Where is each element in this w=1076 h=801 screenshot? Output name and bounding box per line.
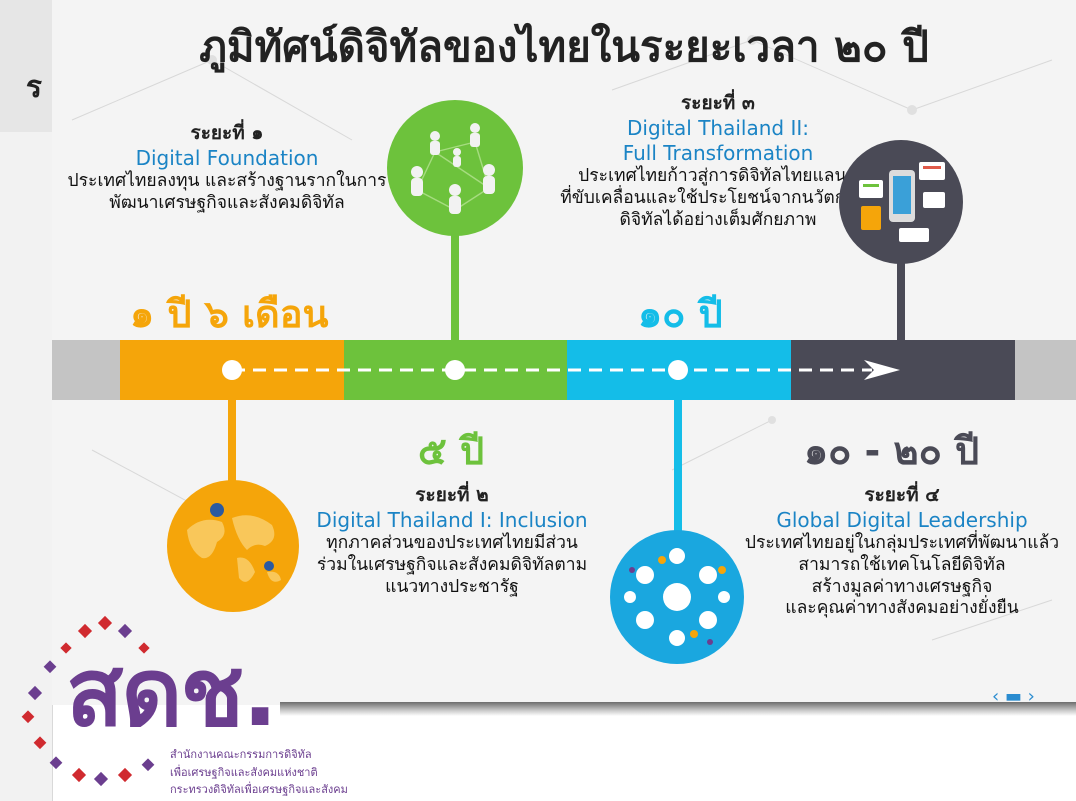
timeline-node-1 (222, 360, 242, 380)
phase-3-connector (674, 380, 682, 540)
arrow-right-icon (864, 360, 900, 380)
phase-1-number: ระยะที่ ๑ (190, 122, 264, 144)
app-bubbles-icon (610, 530, 744, 664)
mobile-devices-icon (839, 140, 963, 264)
phase-4-desc-line: สร้างมูลค่าทางเศรษฐกิจ (811, 576, 993, 597)
phase-2-desc-line: ทุกภาคส่วนของประเทศไทยมีส่วน (326, 532, 578, 553)
phase-4-duration: ๑๐ - ๒๐ ปี (804, 429, 980, 473)
phase-3: ระยะที่ ๓ Digital Thailand II: Full Tran… (518, 92, 918, 231)
phase-4-name: Global Digital Leadership (776, 507, 1028, 532)
page-title: ภูมิทัศน์ดิจิทัลของไทยในระยะเวลา ๒๐ ปี (199, 22, 929, 71)
phase-3-name-line: Digital Thailand II: (626, 115, 809, 140)
logo-line-2: เพื่อเศรษฐกิจและสังคมแห่งชาติ (170, 766, 318, 779)
phase-3-desc-line: ประเทศไทยก้าวสู่การดิจิทัลไทยแลนด์ (578, 165, 858, 186)
phase-4-desc-line: ประเทศไทยอยู่ในกลุ่มประเทศที่พัฒนาแล้ว (744, 532, 1060, 553)
timeline-dashed-arrow (232, 360, 900, 380)
phase-1: ระยะที่ ๑ Digital Foundation ประเทศไทยลง… (52, 122, 402, 215)
phase-1-connector (228, 380, 236, 500)
phase-2-desc-line: ร่วมในเศรษฐกิจและสังคมดิจิทัลตาม (316, 554, 588, 575)
phase-3-desc-line: ดิจิทัลได้อย่างเต็มศักยภาพ (619, 209, 817, 230)
slide-nav-arrows[interactable]: ‹ ▬ › (992, 686, 1035, 705)
world-map-icon (167, 480, 299, 612)
timeline-end-segment (1015, 340, 1076, 400)
phase-3-name-line: Full Transformation (622, 140, 814, 165)
phase-3-number: ระยะที่ ๓ (681, 92, 755, 114)
slide: ภูมิทัศน์ดิจิทัลของไทยในระยะเวลา ๒๐ ปี ร… (52, 0, 1076, 705)
phase-2-connector (451, 228, 459, 370)
phase-4-desc-line: และคุณค่าทางสังคมอย่างยั่งยืน (785, 598, 1019, 619)
phase-4-number: ระยะที่ ๔ (864, 484, 940, 506)
phase-1-duration: ๑ ปี ๖ เดือน (130, 292, 329, 336)
logo-mark: สดช. (66, 639, 278, 748)
logo-dots (21, 615, 155, 787)
phase-2-duration: ๕ ปี (418, 429, 485, 473)
phase-4-desc-line: สามารถใช้เทคโนโลยีดิจิทัล (798, 554, 1006, 575)
side-panel: ร (0, 0, 53, 801)
timeline-start-segment (52, 340, 120, 400)
timeline-node-2 (445, 360, 465, 380)
phase-2-desc-line: แนวทางประชารัฐ (385, 576, 519, 597)
logo-line-3: กระทรวงดิจิทัลเพื่อเศรษฐกิจและสังคม (170, 783, 348, 796)
side-panel-header (0, 0, 52, 132)
phase-2-number: ระยะที่ ๒ (415, 484, 489, 506)
slide-bottom-shadow (280, 702, 1076, 716)
phase-1-desc-line: ประเทศไทยลงทุน และสร้างฐานรากในการ (67, 170, 387, 191)
phase-2: ระยะที่ ๒ Digital Thailand I: Inclusion … (282, 484, 622, 598)
phase-1-desc-line: พัฒนาเศรษฐกิจและสังคมดิจิทัล (109, 192, 345, 213)
phase-4-connector (897, 262, 905, 344)
people-network-icon (387, 100, 523, 236)
timeline-node-3 (668, 360, 688, 380)
logo-line-1: สำนักงานคณะกรรมการดิจิทัล (170, 748, 312, 761)
phase-1-name: Digital Foundation (135, 145, 319, 170)
phase-2-name: Digital Thailand I: Inclusion (316, 507, 588, 532)
phase-3-duration: ๑๐ ปี (638, 292, 723, 336)
side-panel-text: ร (25, 70, 42, 105)
phase-4: ระยะที่ ๔ Global Digital Leadership ประเ… (732, 484, 1072, 620)
phase-3-desc-line: ที่ขับเคลื่อนและใช้ประโยชน์จากนวัตกรรม (560, 187, 876, 208)
